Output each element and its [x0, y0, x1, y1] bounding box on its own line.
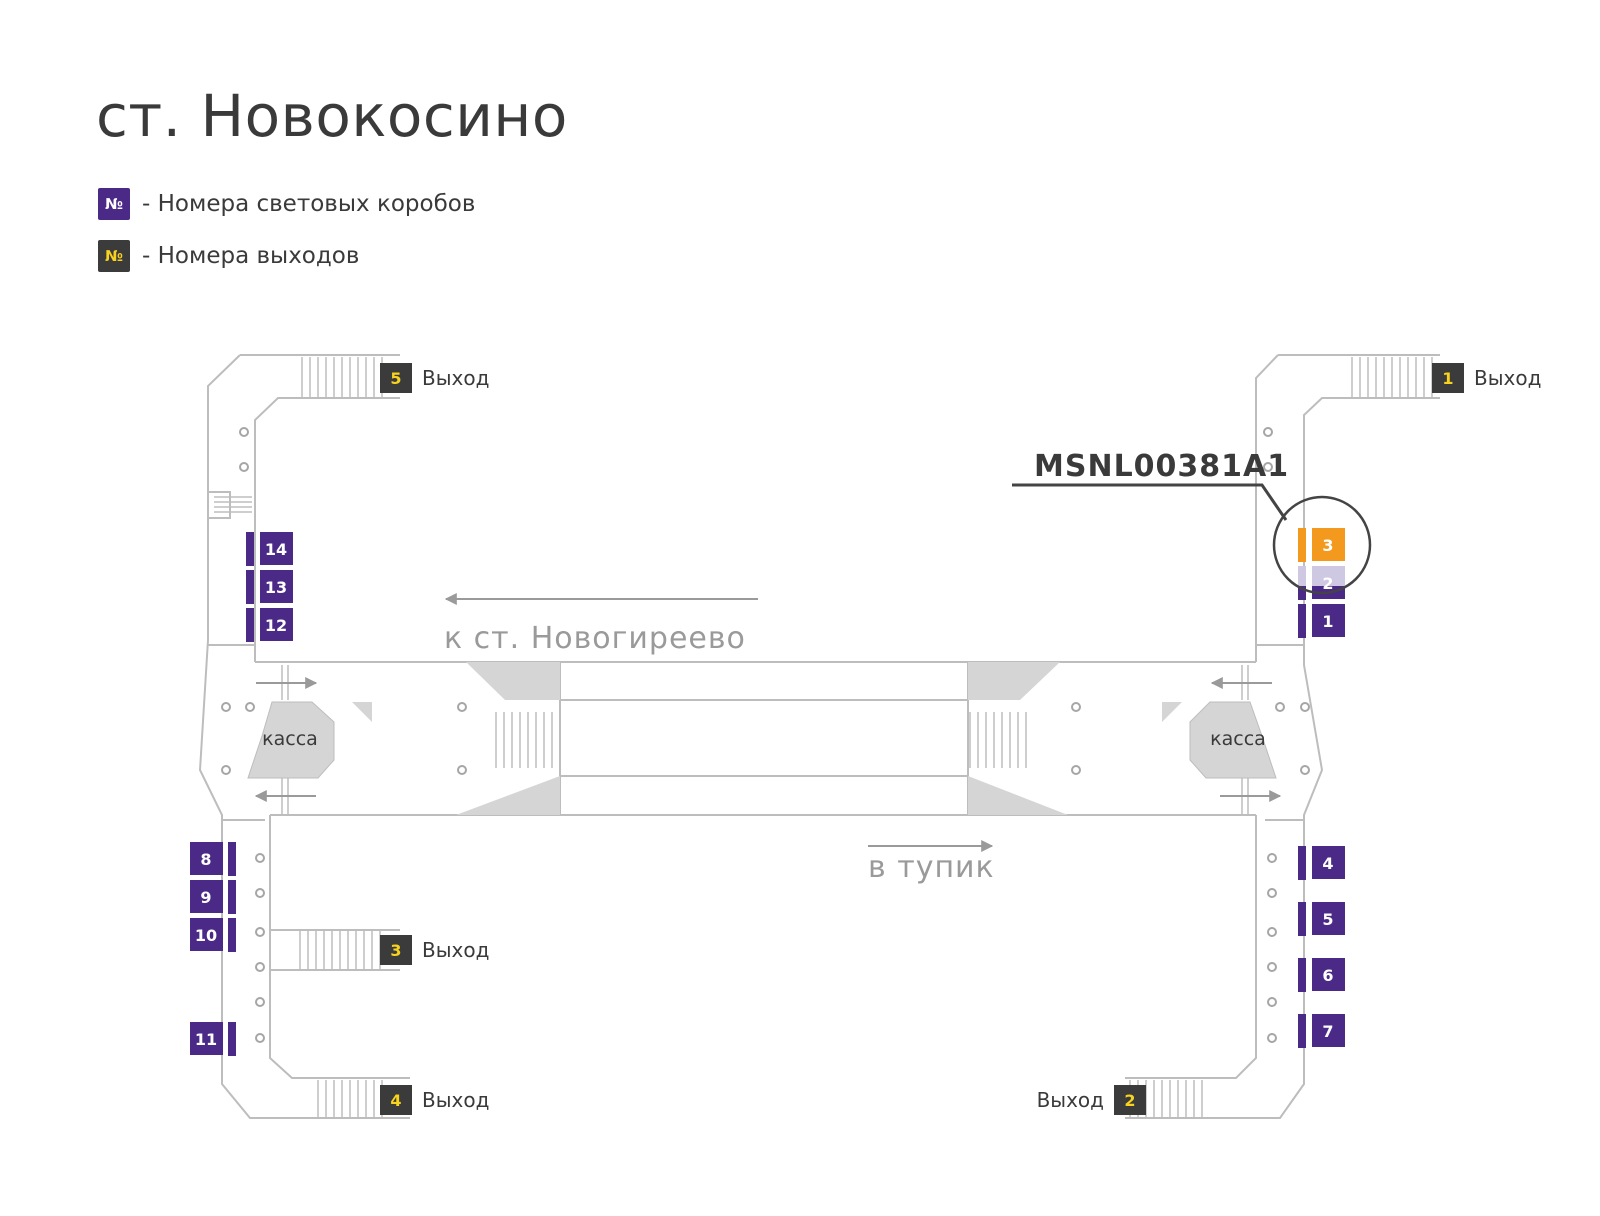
svg-text:1: 1 — [1322, 612, 1333, 631]
lightbox-8: 8 — [190, 842, 236, 876]
exit-label: Выход — [422, 1088, 489, 1112]
lightbox-11: 11 — [190, 1022, 236, 1056]
highlight-circle — [1272, 495, 1372, 595]
callout-line — [1012, 483, 1288, 521]
lightbox-9: 9 — [190, 880, 236, 914]
ticket-office-label: касса — [262, 728, 318, 750]
columns — [221, 427, 1310, 1043]
exit-2: 2 Выход — [1037, 1085, 1146, 1115]
svg-text:7: 7 — [1322, 1022, 1333, 1041]
svg-text:5: 5 — [390, 369, 401, 388]
svg-text:3: 3 — [1322, 536, 1333, 555]
ramps — [352, 662, 1182, 815]
svg-text:2: 2 — [1124, 1091, 1135, 1110]
svg-text:4: 4 — [1322, 854, 1333, 873]
exit-number-badge — [380, 1085, 412, 1115]
lightbox-3-highlighted[interactable]: 3 — [1298, 528, 1345, 562]
svg-text:1: 1 — [1442, 369, 1453, 388]
exit-number-badge — [1432, 363, 1464, 393]
lightbox-7: 7 — [1298, 1014, 1345, 1048]
exit-5: 5 Выход — [380, 363, 489, 393]
direction-arrows — [254, 593, 1282, 852]
stair-exit-1 — [1351, 357, 1433, 398]
page-title: ст. Новокосино — [96, 82, 568, 150]
stair-center-right — [969, 712, 1027, 768]
svg-text:13: 13 — [265, 578, 287, 597]
lightbox-4: 4 — [1298, 846, 1345, 880]
lightbox-1: 1 — [1298, 604, 1345, 638]
lightbox-14: 14 — [246, 532, 293, 566]
walls — [198, 354, 1440, 1119]
svg-text:2: 2 — [1322, 574, 1333, 593]
exit-3: 3 Выход — [380, 935, 489, 965]
lightbox-13: 13 — [246, 570, 293, 604]
svg-text:5: 5 — [1322, 910, 1333, 929]
ticket-office-label: касса — [1210, 728, 1266, 750]
lightbox-legend-swatch: № — [98, 188, 130, 220]
exit-legend-swatch: № — [98, 240, 130, 272]
svg-text:6: 6 — [1322, 966, 1333, 985]
exit-legend-label: - Номера выходов — [142, 243, 360, 269]
svg-text:12: 12 — [265, 616, 287, 635]
exit-number-badge — [380, 363, 412, 393]
exit-4: 4 Выход — [380, 1085, 489, 1115]
exit-label: Выход — [1037, 1088, 1104, 1112]
lightbox-5: 5 — [1298, 902, 1345, 936]
direction-to-station: к ст. Новогиреево — [444, 621, 746, 656]
svg-text:3: 3 — [390, 941, 401, 960]
highlight-callout: MSNL00381A1 — [1012, 449, 1372, 595]
svg-text:4: 4 — [390, 1091, 401, 1110]
exit-label: Выход — [422, 938, 489, 962]
exit-1: 1 Выход — [1432, 363, 1541, 393]
direction-dead-end: в тупик — [868, 850, 995, 885]
lightbox-12: 12 — [246, 608, 293, 642]
ticket-office-right: касса — [1189, 701, 1277, 779]
svg-text:8: 8 — [200, 850, 211, 869]
legend-lightbox: № - Номера световых коробов — [98, 188, 475, 220]
lightbox-code: MSNL00381A1 — [1034, 449, 1289, 484]
lightbox-2: 2 — [1298, 566, 1345, 600]
ticket-office-left: касса — [247, 701, 335, 779]
svg-text:14: 14 — [265, 540, 287, 559]
svg-text:9: 9 — [200, 888, 211, 907]
stair-exit-5 — [301, 357, 383, 398]
lightbox-legend-label: - Номера световых коробов — [142, 191, 476, 217]
stair-center-left — [495, 712, 553, 768]
stair-exit-4 — [317, 1080, 383, 1118]
exit-label: Выход — [1474, 366, 1541, 390]
exit-number-badge — [380, 935, 412, 965]
exit-number-badge — [1114, 1085, 1146, 1115]
svg-text:10: 10 — [195, 926, 217, 945]
lightbox-6: 6 — [1298, 958, 1345, 992]
stair-exit-3 — [299, 930, 381, 970]
legend-exit: № - Номера выходов — [98, 240, 359, 272]
wall-hatch-left — [214, 496, 252, 513]
exit-label: Выход — [422, 366, 489, 390]
svg-text:11: 11 — [195, 1030, 217, 1049]
lightbox-10: 10 — [190, 918, 236, 952]
